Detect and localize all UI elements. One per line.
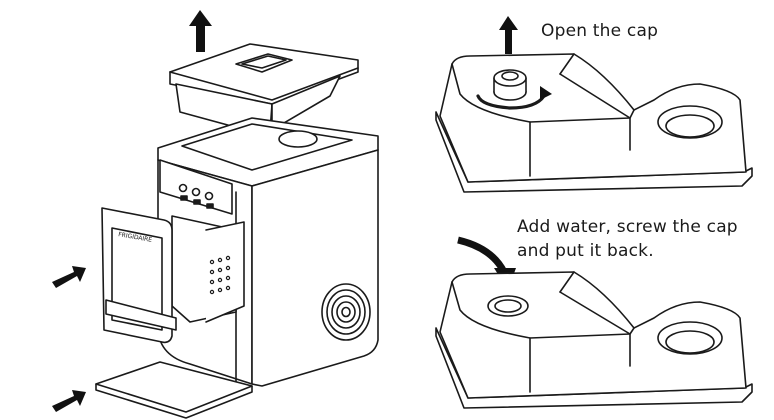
tank-open-cap xyxy=(435,53,753,193)
base-tray xyxy=(95,361,253,419)
add-water-label-line1: Add water, screw the cap xyxy=(517,217,738,237)
lift-up-arrow xyxy=(189,10,212,52)
open-cap-label: Open the cap xyxy=(541,21,659,41)
push-arrow-drawer xyxy=(52,266,86,288)
appliance-body xyxy=(157,117,379,387)
pulled-out-drawer: FRIGIDAIRE xyxy=(101,207,245,344)
tank-refill xyxy=(435,271,753,409)
add-water-label-line2: and put it back. xyxy=(517,241,654,261)
open-cap-up-arrow xyxy=(499,16,518,54)
push-arrow-tray xyxy=(52,390,86,412)
lifted-water-tank xyxy=(169,43,359,133)
